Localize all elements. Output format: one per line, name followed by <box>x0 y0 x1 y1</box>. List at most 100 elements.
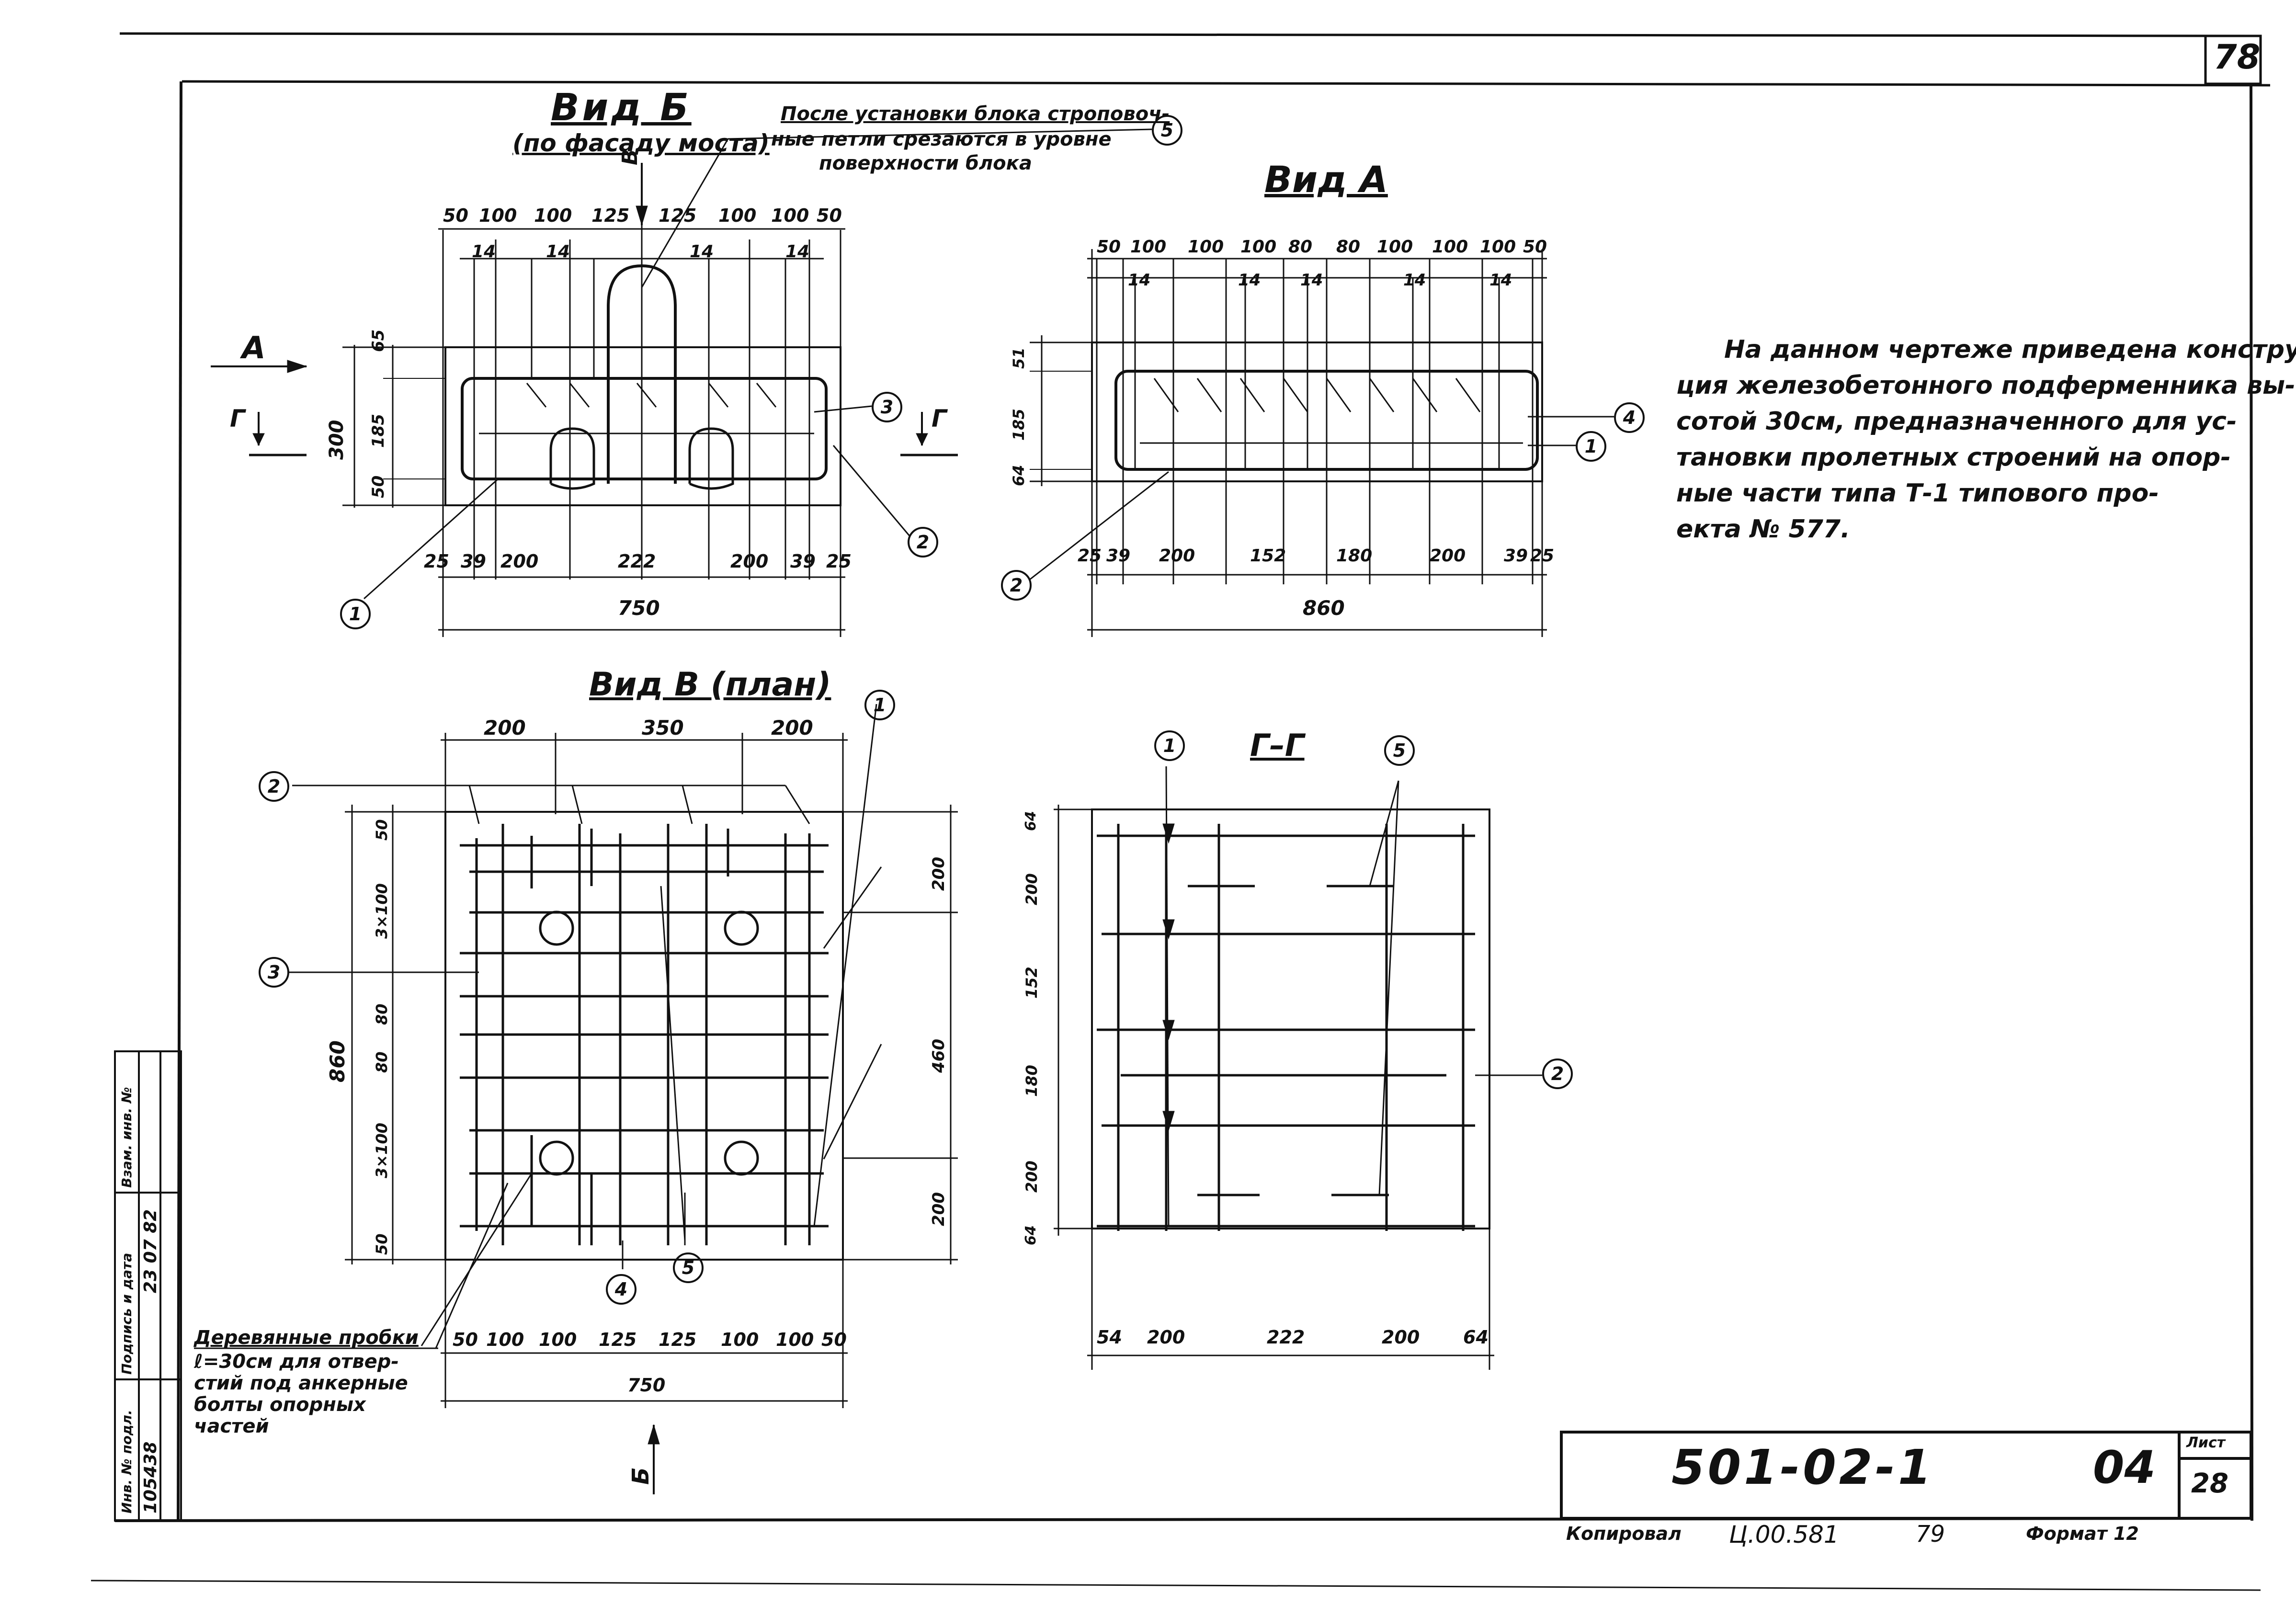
drawing-code: 501-02-1 <box>1671 1439 1934 1495</box>
plug-note-line-5: частей <box>194 1415 269 1437</box>
description-line-6: екта № 577. <box>1676 515 1850 544</box>
view-b-side-dim-1: 65 <box>369 329 388 352</box>
description-line-2: ция железобетонного подферменника вы- <box>1676 371 2296 400</box>
view-b-note-line-1: После установки блока строповоч- <box>781 103 1170 125</box>
section-gg-bottom-dim-5: 64 <box>1463 1327 1489 1348</box>
view-a-bar-dim-1: 14 <box>1128 271 1151 290</box>
list-label: Лист <box>2186 1434 2226 1451</box>
stamp-label-1: Инв. № подл. <box>119 1410 135 1514</box>
section-gg-bottom-dim-3: 222 <box>1267 1327 1305 1348</box>
view-a-dim-top-6: 80 <box>1336 237 1361 257</box>
view-a-bar-dim-3: 14 <box>1300 271 1323 290</box>
view-a-dim-bottom-7: 39 <box>1504 546 1528 566</box>
view-b-dim-top-1: 50 <box>443 205 468 226</box>
view-a-side-dim-2: 185 <box>1010 409 1028 441</box>
view-a-dim-top-5: 80 <box>1288 237 1313 257</box>
view-a-callout-4: 4 <box>1614 402 1645 433</box>
view-b-dim-bottom-1: 25 <box>424 551 449 572</box>
view-b-dim-top-2: 100 <box>479 205 517 226</box>
view-v-dim-bottom-2: 100 <box>486 1329 524 1350</box>
view-b-height-total: 300 <box>326 420 348 460</box>
view-b-width-total: 750 <box>618 596 660 620</box>
section-gg-left-dim-2: 200 <box>1023 873 1041 905</box>
view-v-left-dim-4: 80 <box>373 1051 391 1073</box>
title-block <box>1561 1432 2251 1518</box>
description-line-3: сотой 30см, предназначенного для ус- <box>1676 407 2237 436</box>
approval-stamp <box>115 1051 181 1521</box>
view-v-dim-bottom-3: 100 <box>539 1329 577 1350</box>
plug-note-line-4: болты опорных <box>194 1394 366 1416</box>
view-v-dim-bottom-6: 100 <box>721 1329 759 1350</box>
view-a-title: Вид А <box>1264 158 1388 201</box>
view-a-bar-dim-5: 14 <box>1489 271 1512 290</box>
view-v-dim-top-1: 200 <box>484 716 526 740</box>
view-b-dim-bottom-5: 200 <box>730 551 769 572</box>
view-a-drawing <box>1030 249 1614 637</box>
view-a-dim-bottom-4: 152 <box>1250 546 1286 566</box>
view-v-left-dim-1: 50 <box>373 819 391 841</box>
list-number: 28 <box>2191 1468 2228 1499</box>
section-gg-left-dim-4: 180 <box>1023 1065 1041 1097</box>
view-v-left-dim-6: 50 <box>373 1233 391 1255</box>
view-b-bar-dim-1: 14 <box>472 242 496 262</box>
view-b-note-line-3: поверхности блока <box>819 152 1032 174</box>
view-b-side-dim-3: 50 <box>369 475 388 498</box>
view-b-drawing <box>211 129 1152 637</box>
view-a-dim-bottom-2: 39 <box>1106 546 1131 566</box>
view-a-dim-top-9: 100 <box>1480 237 1516 257</box>
view-b-callout-2: 2 <box>908 527 938 558</box>
section-gg-callout-2: 2 <box>1542 1058 1573 1089</box>
view-a-dim-bottom-3: 200 <box>1159 546 1195 566</box>
view-v-dim-top-2: 350 <box>642 716 684 740</box>
description-line-4: тановки пролетных строений на опор- <box>1676 443 2231 472</box>
view-v-dim-top-3: 200 <box>771 716 813 740</box>
view-a-callout-2: 2 <box>1001 570 1032 601</box>
view-b-title: Вид Б <box>551 86 692 129</box>
view-b-dim-bottom-3: 200 <box>500 551 539 572</box>
view-b-note-line-2: ные петли срезаются в уровне <box>771 128 1112 150</box>
view-b-dim-bottom-7: 25 <box>826 551 852 572</box>
section-gg-left-dim-5: 200 <box>1023 1161 1041 1193</box>
view-b-dim-bottom-2: 39 <box>461 551 486 572</box>
format-label: Формат 12 <box>2026 1523 2139 1544</box>
view-v-left-dim-5: 3×100 <box>373 1123 391 1178</box>
view-a-dim-bottom-8: 25 <box>1530 546 1555 566</box>
view-b-dim-top-8: 50 <box>817 205 842 226</box>
copied-by-label: Копировал <box>1566 1523 1682 1544</box>
view-v-dim-bottom-7: 100 <box>776 1329 814 1350</box>
section-gg-bottom-dim-1: 54 <box>1097 1327 1122 1348</box>
view-v-left-dim-2: 3×100 <box>373 883 391 939</box>
view-b-dim-top-3: 100 <box>534 205 572 226</box>
stamp-value-1: 105438 <box>141 1441 160 1514</box>
view-v-right-dim-1: 200 <box>929 857 948 891</box>
section-gg-left-dim-3: 152 <box>1023 967 1041 999</box>
stamp-label-3: Взам. инв. № <box>119 1087 135 1188</box>
view-v-right-dim-3: 200 <box>929 1192 948 1226</box>
section-gg-title: Г–Г <box>1250 728 1305 763</box>
stamp-label-2: Подпись и дата <box>119 1252 135 1375</box>
plug-note-line-1: Деревянные пробки <box>194 1327 419 1349</box>
plug-note-line-3: стий под анкерные <box>194 1372 408 1394</box>
view-a-dim-bottom-5: 180 <box>1336 546 1373 566</box>
description-line-1: На данном чертеже приведена конструк- <box>1724 335 2296 364</box>
view-a-bar-dim-4: 14 <box>1403 271 1426 290</box>
view-v-left-dim-3: 80 <box>373 1003 391 1025</box>
view-v-arrow-b-label: Б <box>627 1467 654 1485</box>
view-a-bar-dim-2: 14 <box>1238 271 1261 290</box>
view-b-dim-bottom-4: 222 <box>618 551 656 572</box>
view-b-arrow-a-label: А <box>242 330 266 366</box>
section-gg-left-dim-1: 64 <box>1023 811 1039 831</box>
stamp-value-2: 23 07 82 <box>141 1209 160 1293</box>
copy-number: 79 <box>1916 1521 1945 1548</box>
section-gg-callout-1: 1 <box>1154 730 1185 761</box>
view-a-dim-top-10: 50 <box>1523 237 1547 257</box>
view-b-bar-dim-2: 14 <box>546 242 570 262</box>
view-a-callout-1: 1 <box>1576 431 1606 462</box>
view-b-bar-dim-4: 14 <box>785 242 810 262</box>
view-v-dim-bottom-4: 125 <box>599 1329 637 1350</box>
description-line-5: ные части типа Т-1 типового про- <box>1676 479 2159 508</box>
view-a-side-dim-3: 64 <box>1010 465 1028 486</box>
section-gg-left-dim-6: 64 <box>1023 1225 1039 1245</box>
view-v-drawing <box>194 704 958 1494</box>
view-a-dim-top-1: 50 <box>1097 237 1121 257</box>
